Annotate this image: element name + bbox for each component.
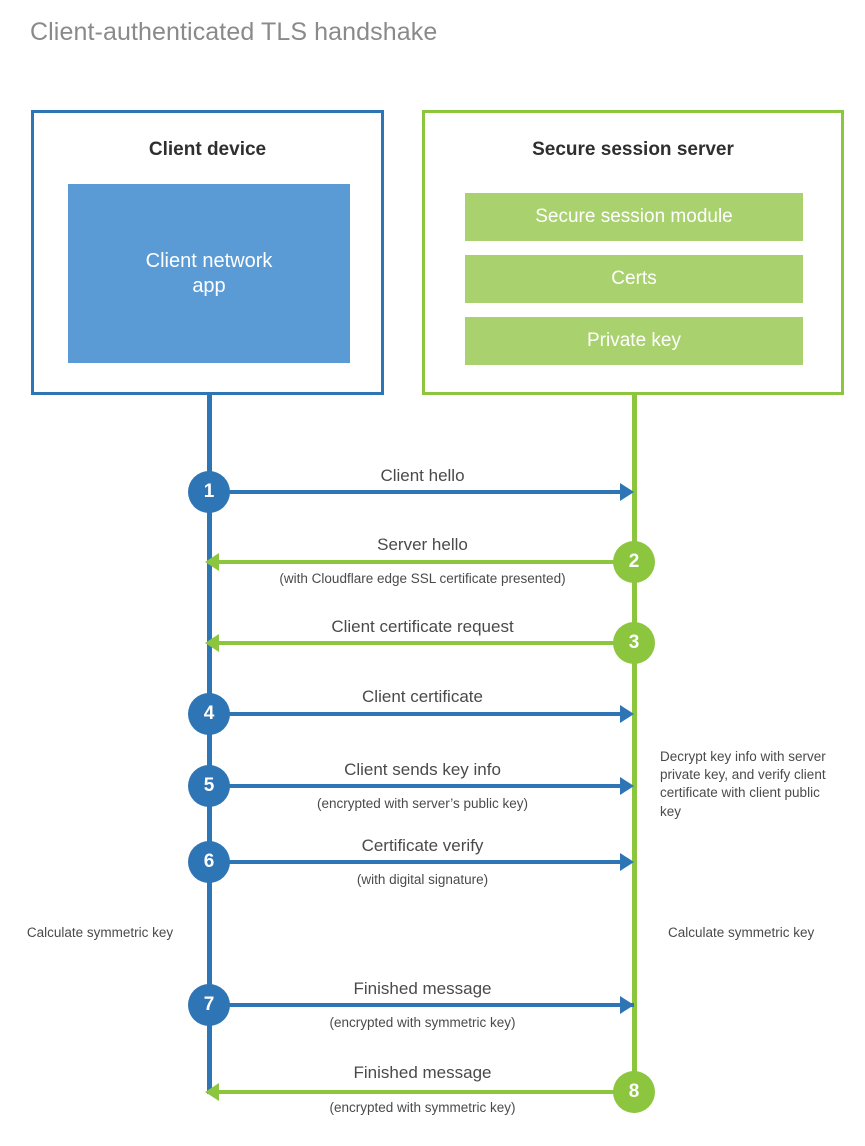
step-3-label: Client certificate request (331, 617, 514, 636)
step-6-sublabel: (with digital signature) (356, 872, 489, 887)
step-5-circle[interactable]: 5 (188, 765, 230, 807)
step-5-arrow-head (620, 777, 634, 795)
note-calculate-symmetric-key-client: Calculate symmetric key (26, 925, 174, 940)
step-8-arrow-head (205, 1083, 219, 1101)
step-4-label: Client certificate (362, 687, 483, 706)
step-2-circle[interactable]: 2 (613, 541, 655, 583)
client-network-app-block: Client network app (68, 184, 350, 363)
step-6-circle[interactable]: 6 (188, 841, 230, 883)
note-decrypt-key-info: Decrypt key info with server private key… (660, 749, 826, 819)
step-4-arrow-line (210, 712, 622, 716)
client-device-title: Client device (148, 139, 267, 160)
step-5-sublabel: (encrypted with server’s public key) (316, 796, 529, 811)
step-2-label: Server hello (377, 535, 468, 554)
step-3-arrow-line (218, 641, 634, 645)
client-network-app-label-line1: Client network (145, 249, 273, 272)
client-network-app-label: Client network app (146, 249, 273, 299)
client-lifeline (207, 394, 212, 1094)
server-component-certs: Certs (465, 255, 803, 303)
server-lifeline (632, 394, 637, 1094)
step-1-label: Client hello (380, 466, 465, 485)
step-8-arrow-line (218, 1090, 634, 1094)
step-7-circle[interactable]: 7 (188, 984, 230, 1026)
note-calculate-symmetric-key-server: Calculate symmetric key (668, 925, 815, 940)
step-8-circle[interactable]: 8 (613, 1071, 655, 1113)
step-3-arrow-head (205, 634, 219, 652)
step-7-label: Finished message (353, 979, 492, 998)
step-6-arrow-line (210, 860, 622, 864)
step-3-circle[interactable]: 3 (613, 622, 655, 664)
step-4-arrow-head (620, 705, 634, 723)
server-component-secure-session-module: Secure session module (465, 193, 803, 241)
step-7-sublabel: (encrypted with symmetric key) (329, 1015, 516, 1030)
step-1-arrow-line (210, 490, 622, 494)
step-6-label: Certificate verify (361, 836, 484, 855)
step-8-sublabel: (encrypted with symmetric key) (329, 1100, 516, 1115)
client-network-app-label-line2: app (192, 274, 226, 297)
step-6-arrow-head (620, 853, 634, 871)
client-device-box: Client device Client network app (31, 110, 384, 395)
step-1-arrow-head (620, 483, 634, 501)
step-2-sublabel: (with Cloudflare edge SSL certificate pr… (279, 571, 566, 586)
step-7-arrow-line (210, 1003, 634, 1007)
step-2-arrow-head (205, 553, 219, 571)
step-5-label: Client sends key info (344, 760, 501, 779)
step-1-circle[interactable]: 1 (188, 471, 230, 513)
secure-session-server-title: Secure session server (532, 139, 734, 160)
step-2-arrow-line (218, 560, 634, 564)
step-4-circle[interactable]: 4 (188, 693, 230, 735)
step-8-label: Finished message (353, 1063, 492, 1082)
step-7-arrow-head (620, 996, 634, 1014)
secure-session-server-box: Secure session server Secure session mod… (422, 110, 844, 395)
page-title: Client-authenticated TLS handshake (30, 18, 438, 46)
step-5-arrow-line (210, 784, 622, 788)
server-component-private-key: Private key (465, 317, 803, 365)
